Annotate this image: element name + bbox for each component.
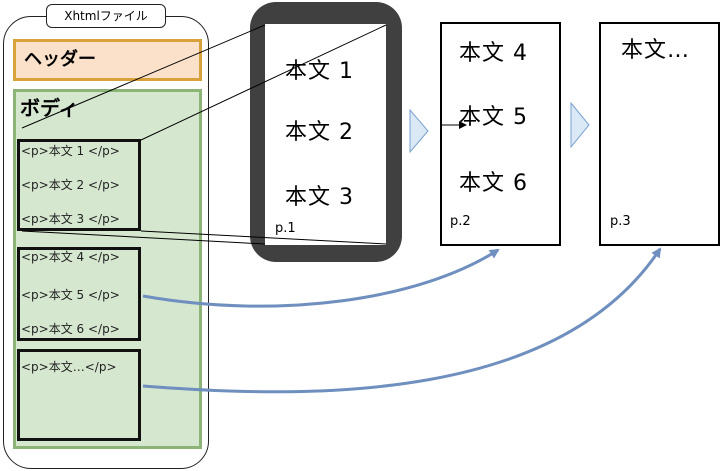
page-line: 本文 5 — [459, 105, 528, 130]
page-line: 本文 4 — [459, 41, 528, 66]
paragraph-line: <p>本文…</p> — [21, 360, 117, 374]
page-number: p.2 — [450, 214, 471, 229]
projection-line — [140, 24, 387, 141]
chevron-right-icon — [409, 108, 429, 154]
flow-arrow — [142, 247, 662, 394]
paragraph-line: <p>本文 1 </p> — [21, 144, 120, 158]
page-line: 本文 3 — [285, 185, 354, 210]
paragraph-line: <p>本文 3 </p> — [21, 212, 120, 226]
paragraph-group-3 — [17, 349, 141, 441]
chevron-right-icon — [570, 101, 590, 149]
paragraph-line: <p>本文 4 </p> — [21, 250, 120, 264]
projection-line — [21, 24, 266, 129]
paragraph-group-2 — [17, 247, 141, 341]
projection-line — [140, 230, 387, 245]
file-title: Xhtmlファイル — [46, 4, 166, 28]
paragraph-group-1 — [17, 139, 141, 231]
page-line: 本文 1 — [285, 59, 354, 84]
page-line: 本文 2 — [285, 120, 354, 145]
page-line: 本文 6 — [459, 171, 528, 196]
header-section: ヘッダー — [13, 39, 202, 81]
page-line: 本文… — [621, 38, 691, 63]
paragraph-line: <p>本文 6 </p> — [21, 322, 120, 336]
paragraph-line: <p>本文 2 </p> — [21, 178, 120, 192]
page-1 — [265, 24, 386, 245]
paragraph-line: <p>本文 5 </p> — [21, 288, 120, 302]
page-2 — [440, 22, 561, 246]
page-number: p.1 — [275, 221, 296, 236]
page-3 — [599, 22, 720, 246]
page-number: p.3 — [610, 214, 631, 229]
projection-line — [21, 230, 266, 245]
flow-arrow — [142, 248, 500, 308]
